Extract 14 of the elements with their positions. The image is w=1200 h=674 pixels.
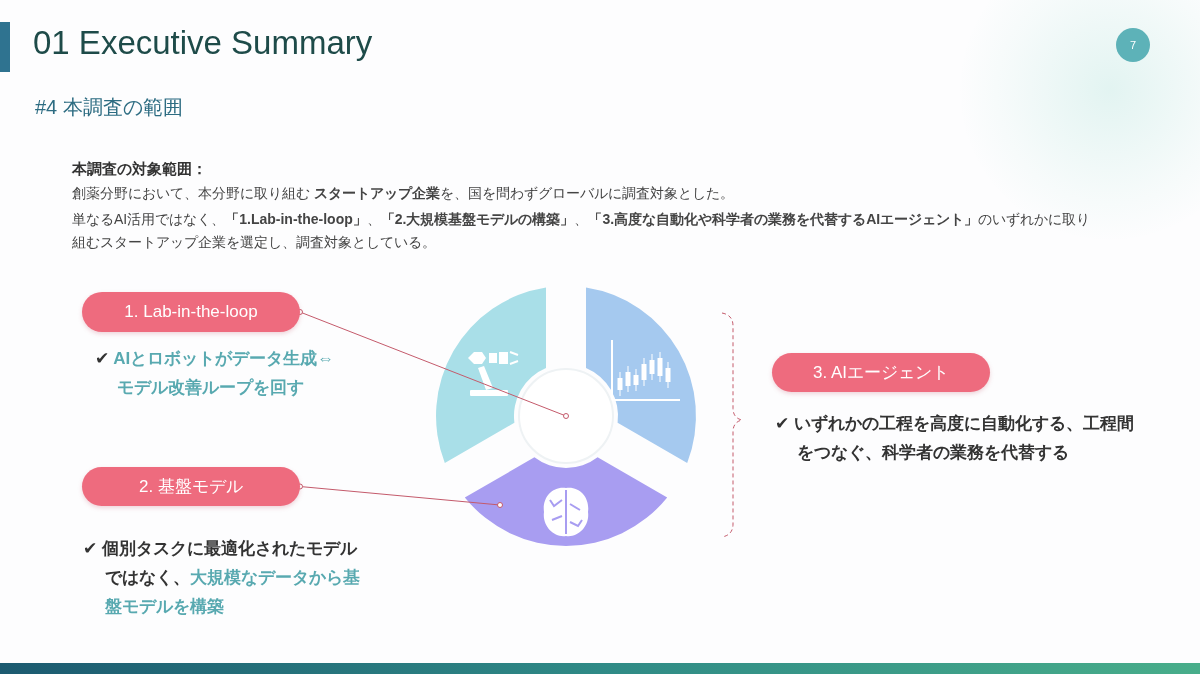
page-number: 7 [1116,28,1150,62]
bullet-text: ✔ AIとロボットがデータ生成⇔モデル改善ループを回す [95,348,336,399]
category-pill: 3. AIエージェント [772,353,990,392]
subtitle: #4 本調査の範囲 [35,95,183,120]
leader-line [297,309,569,419]
section-heading: 本調査の対象範囲： [72,160,207,179]
leader-line [297,483,503,508]
slide-title: 01 Executive Summary [33,24,373,62]
category-pill: 1. Lab-in-the-loop [82,292,300,332]
bullet-text: ✔ いずれかの工程を高度に自動化する、工程間をつなぐ、科学者の業務を代替する [775,413,1135,464]
body-text: 単なるAI活用ではなく、「1.Lab-in-the-loop」、「2.大規模基盤モデルの構築」、「3.高度な自動化や科学者の業務を代替するAIエージェント」のいずれかに取り組むスタートアップ企業を選定し、調査対象としている。 [72,210,1092,252]
category-pill: 2. 基盤モデル [82,467,300,506]
bullet-text: ✔ 個別タスクに最適化されたモデルではなく、大規模なデータから基盤モデルを構築 [83,538,361,618]
body-text: 創薬分野において、本分野に取り組む スタートアップ企業を、国を問わずグローバルに調査対象とした。 [72,185,734,203]
